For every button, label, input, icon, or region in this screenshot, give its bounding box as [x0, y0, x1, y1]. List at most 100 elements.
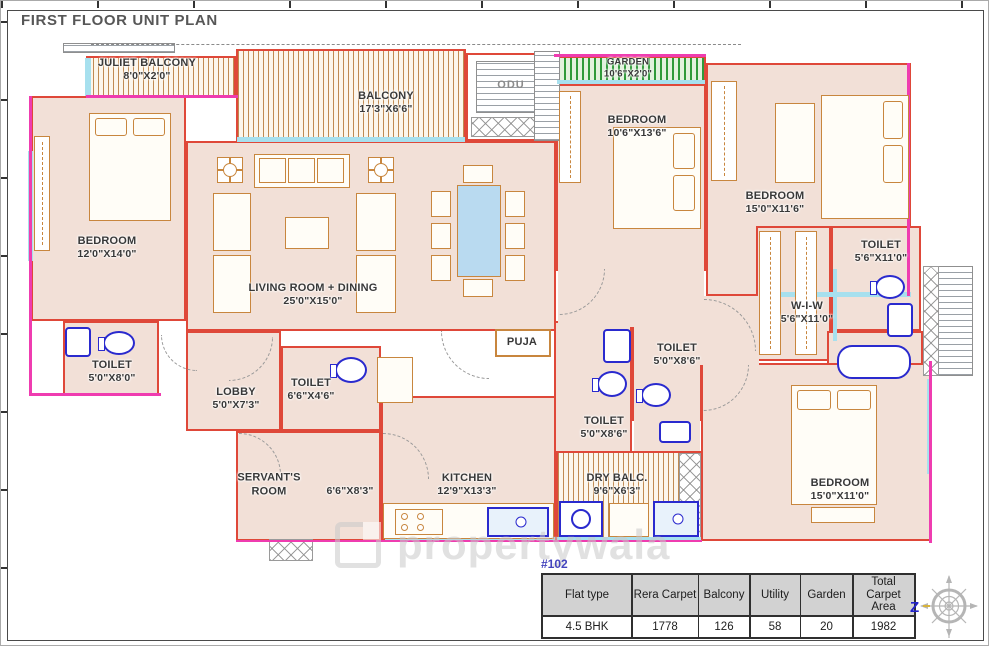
burner-dot	[417, 513, 424, 520]
kitchen-sink-icon	[487, 507, 549, 537]
duct-strip	[534, 51, 560, 141]
chair-icon	[505, 223, 525, 249]
outer-wall	[929, 361, 932, 543]
outer-wall	[86, 95, 238, 98]
pillow-icon	[133, 118, 165, 136]
toilet-wc-icon	[330, 357, 367, 383]
chair-icon	[431, 191, 451, 217]
chair-icon	[505, 191, 525, 217]
chair-icon	[505, 255, 525, 281]
washbasin-icon	[659, 421, 691, 443]
wardrobe-icon	[795, 231, 817, 355]
sofa-cushion	[259, 158, 286, 183]
washbasin-icon	[65, 327, 91, 357]
page-title: FIRST FLOOR UNIT PLAN	[21, 12, 218, 29]
label-toilet-mid-lower: TOILET 5'0"X8'6"	[580, 415, 628, 441]
washbasin-icon	[887, 303, 913, 337]
table-value-rera-carpet: 1778	[632, 616, 698, 637]
sofa-icon	[356, 255, 396, 313]
area-juliet-balcony	[86, 56, 236, 98]
washbasin-icon	[603, 329, 631, 363]
pillow-icon	[883, 101, 903, 139]
bathtub-icon	[837, 345, 911, 379]
table-header-balcony: Balcony	[699, 575, 749, 615]
outer-wall	[31, 393, 161, 396]
chair-icon	[431, 255, 451, 281]
label-wiw: W-I-W 5'6"X11'0"	[780, 300, 834, 326]
coffee-table-icon	[285, 217, 329, 249]
label-toilet-right: TOILET 5'6"X11'0"	[854, 239, 908, 265]
ceiling-fan-icon	[368, 157, 394, 183]
compass-rose-icon: Z	[910, 575, 978, 638]
outer-wall	[554, 54, 706, 57]
window	[557, 80, 705, 84]
table-value-total-carpet-area: 1982	[853, 616, 914, 637]
label-kitchen: KITCHEN 12'9"X13'3"	[437, 472, 497, 498]
room-toilet-mid-upper	[632, 321, 702, 421]
sofa-cushion	[288, 158, 315, 183]
window	[237, 137, 465, 142]
burner-dot	[401, 513, 408, 520]
dresser-icon	[811, 507, 875, 523]
room-toilet-servant	[281, 346, 381, 431]
chair-icon	[431, 223, 451, 249]
table-value-utility: 58	[750, 616, 800, 637]
ruler-ticks-top	[1, 1, 988, 8]
label-dry-balcony: DRY BALC. 9'6"X6'3"	[586, 472, 648, 498]
ceiling-fan-icon	[217, 157, 243, 183]
ledge-strip	[63, 43, 175, 53]
label-odu: ODU	[497, 79, 525, 91]
label-toilet-left: TOILET 5'0"X8'0"	[88, 359, 136, 385]
wardrobe-icon	[34, 136, 50, 251]
area-balcony	[236, 49, 466, 141]
fridge-icon	[377, 357, 413, 403]
window	[833, 269, 837, 341]
sofa-cushion	[317, 158, 344, 183]
sofa-icon	[775, 103, 815, 183]
table-value-garden: 20	[801, 616, 852, 637]
pillow-icon	[797, 390, 831, 410]
table-header-flat-type: Flat type	[543, 575, 631, 615]
label-toilet-servant: TOILET 6'6"X4'6"	[287, 377, 335, 403]
wardrobe-icon	[711, 81, 737, 181]
sofa-icon	[213, 193, 251, 251]
puja-unit	[495, 329, 551, 357]
table-header-rera-carpet: Rera Carpet	[632, 575, 698, 615]
label-puja: PUJA	[506, 335, 538, 348]
table-header-total-carpet-area: Total Carpet Area	[853, 575, 914, 615]
utility-box-icon	[609, 503, 649, 537]
wardrobe-icon	[759, 231, 781, 355]
toilet-wc-icon	[592, 371, 627, 397]
label-bedroom-left: BEDROOM 12'0"X14'0"	[77, 235, 137, 261]
sofa-icon	[356, 193, 396, 251]
pillow-icon	[883, 145, 903, 183]
label-living: LIVING ROOM + DINING 25'0"X15'0"	[248, 282, 378, 308]
burner-dot	[401, 524, 408, 531]
window	[557, 537, 701, 541]
wardrobe-icon	[559, 91, 581, 183]
window	[385, 537, 555, 541]
label-servants-room-dim: 6'6"X8'3"	[326, 485, 374, 498]
pillow-icon	[673, 175, 695, 211]
label-garden: GARDEN 10'6"X2'0"	[603, 56, 653, 80]
outer-wall	[236, 540, 702, 542]
unit-number: #102	[541, 557, 568, 571]
washing-machine-icon	[559, 501, 603, 537]
table-header-garden: Garden	[801, 575, 852, 615]
pillow-icon	[673, 133, 695, 169]
terrace-dashed-line	[91, 44, 741, 45]
side-balcony-grill	[923, 266, 939, 376]
utility-sink-icon	[653, 501, 699, 537]
label-bedroom-bottom-right: BEDROOM 15'0"X11'0"	[810, 477, 870, 503]
table-header-utility: Utility	[750, 575, 800, 615]
label-bedroom-top-right: BEDROOM 15'0"X11'6"	[745, 190, 805, 216]
table-value-balcony: 126	[699, 616, 749, 637]
label-servants-room: SERVANT'S ROOM	[237, 471, 301, 498]
window	[85, 58, 91, 96]
label-bedroom-mid: BEDROOM 10'6"X13'6"	[607, 114, 667, 140]
sofa-icon	[213, 255, 251, 313]
label-toilet-mid-upper: TOILET 5'0"X8'6"	[653, 342, 701, 368]
area-table: Flat type Rera Carpet Balcony Utility Ga…	[541, 573, 916, 639]
compass-north-letter: Z	[910, 599, 919, 616]
